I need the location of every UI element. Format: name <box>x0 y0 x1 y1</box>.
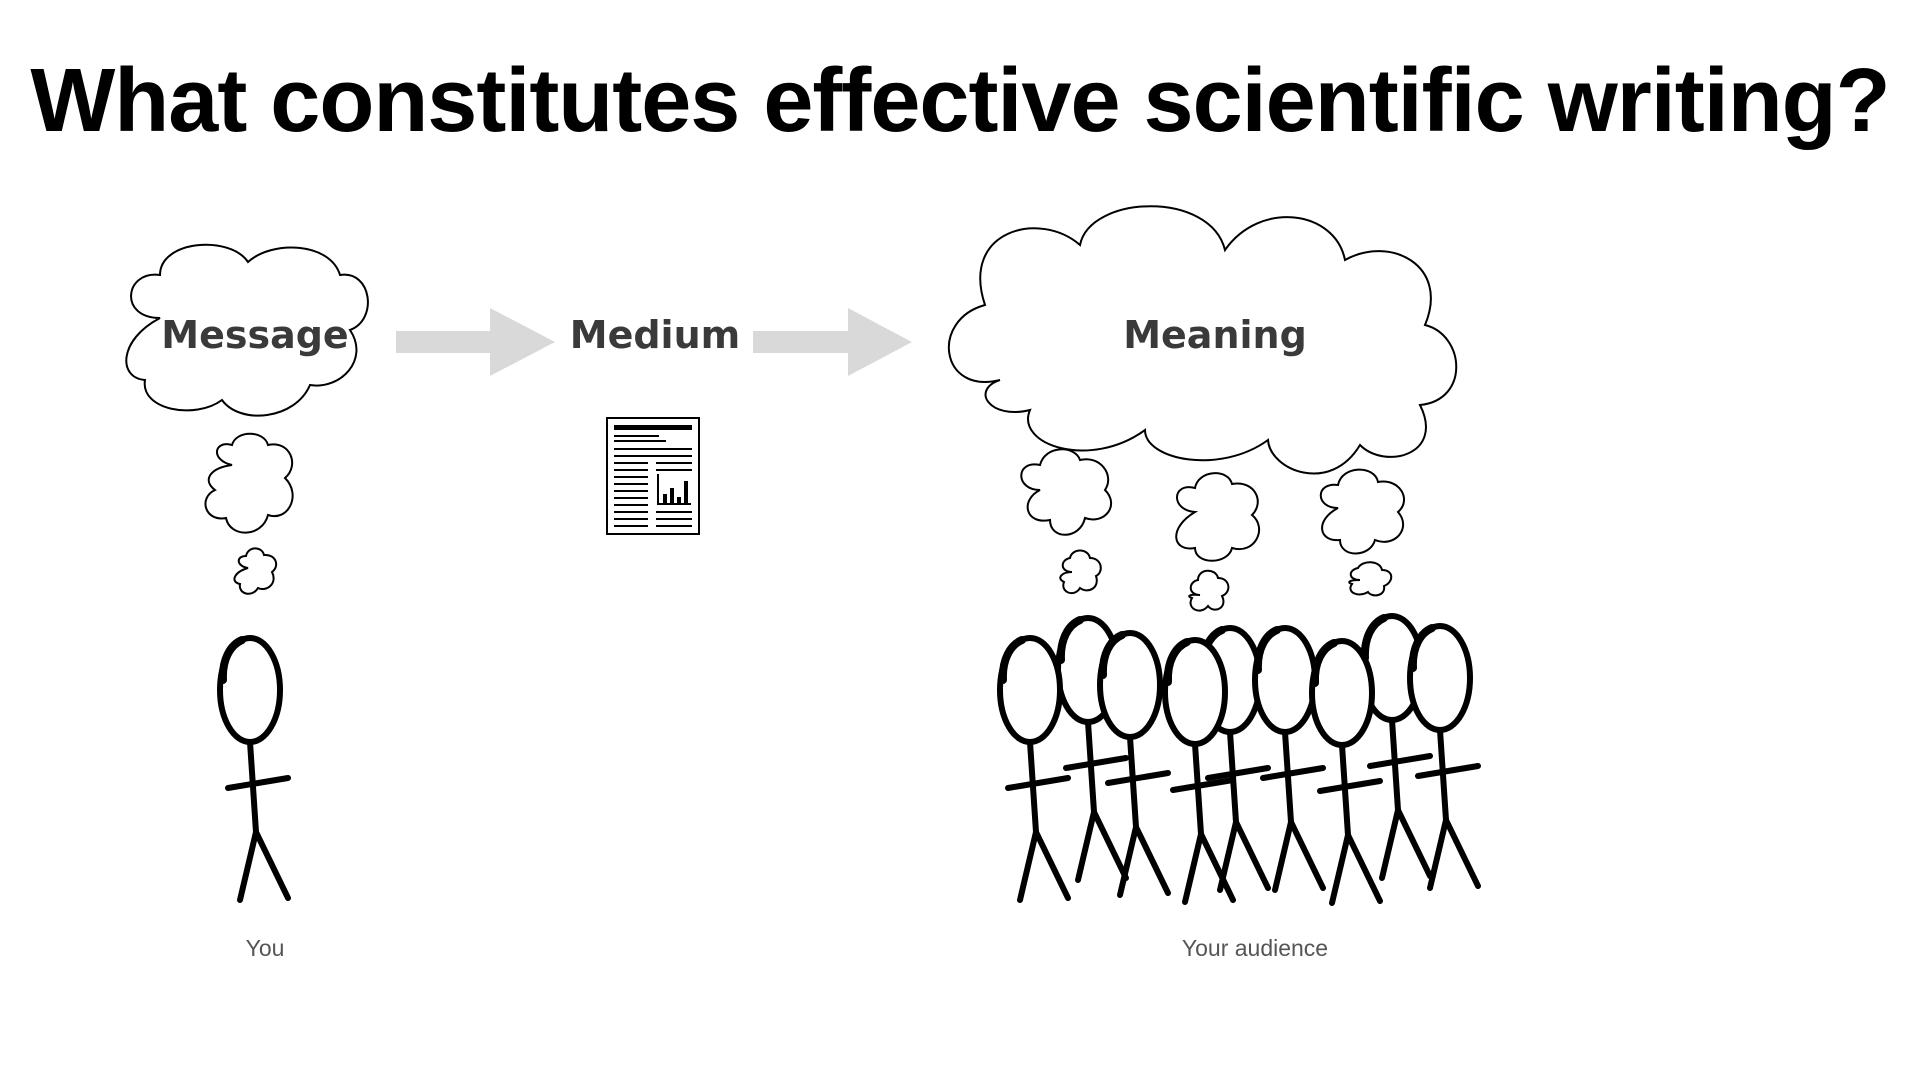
arrow-right-icon <box>753 308 912 376</box>
stick-figure-icon <box>1312 641 1380 903</box>
meaning-cloud-icon <box>947 205 1458 475</box>
thought-bubble-icon <box>1175 472 1261 612</box>
slide-title: What constitutes effective scientific wr… <box>30 51 1890 151</box>
stick-figure-icon <box>1165 640 1233 902</box>
medium-label: Medium <box>569 313 741 357</box>
arrow-right-icon <box>396 308 555 376</box>
message-label: Message <box>161 313 349 357</box>
stick-figure-icon <box>1000 638 1068 900</box>
stick-figure-icon <box>1100 633 1168 895</box>
thought-bubble-icon <box>204 432 294 595</box>
audience-caption: Your audience <box>1181 935 1329 961</box>
thought-bubble-icon <box>1020 448 1112 595</box>
audience-group <box>1000 616 1478 903</box>
you-caption: You <box>245 935 285 961</box>
paper-document-icon <box>606 417 700 535</box>
message-cloud-icon <box>125 243 369 417</box>
you-stick-figure-icon <box>220 638 288 900</box>
meaning-label: Meaning <box>1123 313 1307 357</box>
thought-bubble-icon <box>1319 468 1405 597</box>
